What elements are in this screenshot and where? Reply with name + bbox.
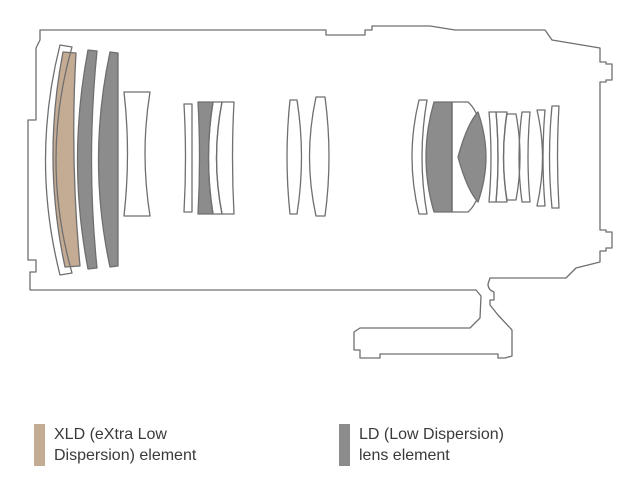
lens-element-front-meniscus <box>44 44 73 276</box>
legend-ld-line1: LD (Low Dispersion) <box>359 426 504 443</box>
lens-element-group3-a <box>183 103 193 213</box>
legend-item-xld: XLD (eXtra Low Dispersion) element <box>34 424 196 466</box>
ld-element-group1-b <box>97 51 119 268</box>
ld-element-group5-a <box>425 101 453 213</box>
lens-element-group6-c <box>502 113 521 201</box>
legend-ld-line2: lens element <box>359 447 450 464</box>
lens-element-group5-a <box>411 99 428 215</box>
legend-item-ld: LD (Low Dispersion) lens element <box>339 424 504 466</box>
lens-element-group4-b <box>308 96 330 217</box>
xld-element-front <box>52 51 81 268</box>
ld-color-swatch <box>339 424 350 466</box>
lens-barrel-outline <box>27 25 613 359</box>
legend-xld-line1: XLD (eXtra Low <box>54 426 167 443</box>
legend-label-ld: LD (Low Dispersion) lens element <box>359 424 504 466</box>
lens-element-group4-a <box>286 99 303 215</box>
lens-element-group6-e <box>536 109 546 207</box>
legend-xld-line2: Dispersion) element <box>54 447 197 464</box>
ld-element-group1-a <box>76 49 98 270</box>
ld-element-group5-b <box>457 111 487 203</box>
lens-element-group6-d <box>518 111 531 203</box>
lens-element-group3-b <box>207 101 223 215</box>
lens-element-group2 <box>123 91 151 217</box>
legend-label-xld: XLD (eXtra Low Dispersion) element <box>54 424 196 466</box>
lens-construction-diagram <box>27 25 613 359</box>
lens-element-group3-c <box>215 101 235 215</box>
xld-color-swatch <box>34 424 45 466</box>
lens-element-group6-f <box>548 105 560 209</box>
